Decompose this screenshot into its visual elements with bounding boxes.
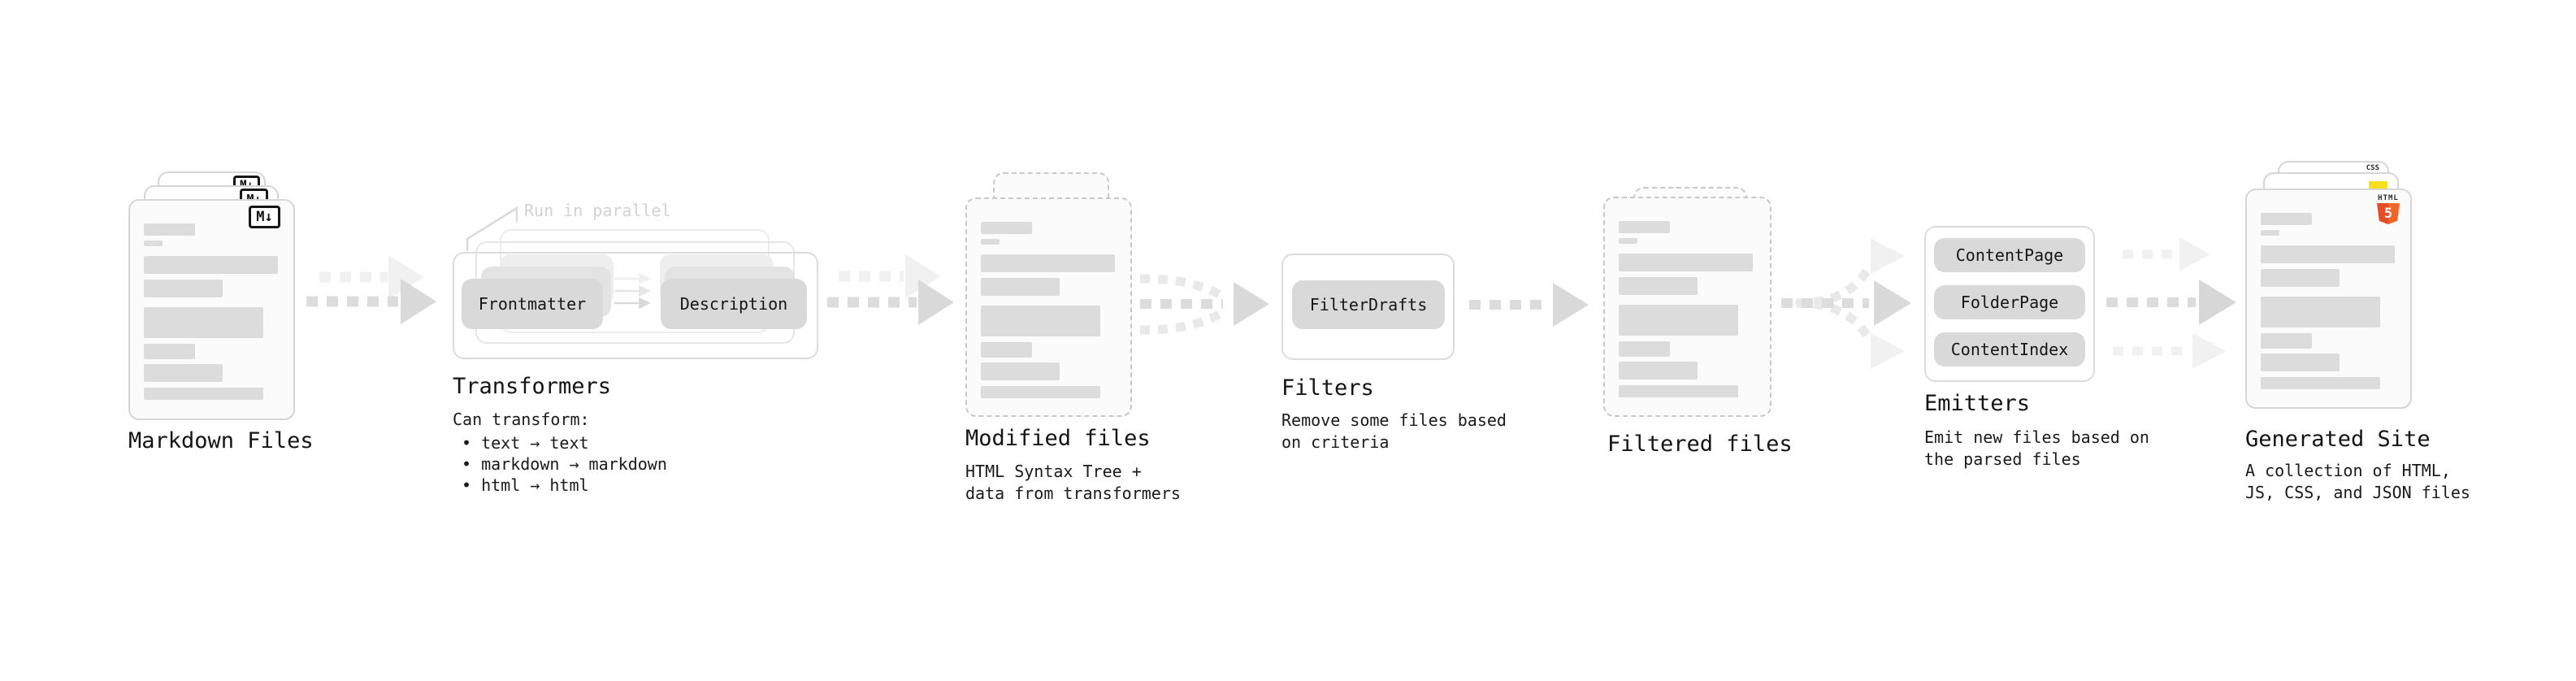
skeleton-bar [2261, 377, 2380, 389]
skeleton-bar [2261, 213, 2312, 225]
contentindex-pill: ContentIndex [1934, 332, 2085, 367]
arrow-filters-to-filtered [1469, 283, 1589, 327]
transformer-bullet: • html → html [462, 475, 589, 495]
emitters-description: Emit new files based on the parsed files [1924, 427, 2149, 469]
filtered-files-stack [1603, 187, 1772, 417]
modified-files-stack [965, 172, 1132, 417]
skeleton-bar [1619, 238, 1637, 244]
skeleton-bar [981, 278, 1060, 296]
skeleton-bar [1619, 341, 1670, 357]
filtered-file-card [1603, 197, 1772, 417]
skeleton-bar [981, 342, 1032, 358]
js-icon [2369, 181, 2387, 190]
markdown-files-label: Markdown Files [128, 428, 314, 453]
generated-site-description: A collection of HTML, JS, CSS, and JSON … [2245, 461, 2470, 502]
filterdrafts-pill: FilterDrafts [1292, 280, 1445, 329]
skeleton-bar [144, 388, 263, 400]
skeleton-bar [1619, 254, 1753, 271]
generated-site-label: Generated Site [2245, 427, 2431, 452]
skeleton-bar [981, 239, 1000, 245]
arrow-filtered-to-emitters [1781, 238, 1911, 369]
skeleton-bar [1619, 221, 1670, 233]
skeleton-bar [144, 241, 163, 246]
skeleton-bar [144, 223, 195, 236]
skeleton-bar [981, 222, 1032, 234]
skeleton-bar [1619, 277, 1698, 295]
transformer-bullet: • text → text [462, 433, 589, 453]
arrow-transformers-to-modified [827, 254, 954, 325]
skeleton-bar [2261, 354, 2340, 371]
folderpage-pill: FolderPage [1934, 285, 2085, 319]
transformers-bullet-list: • text → text • markdown → markdown • ht… [462, 432, 667, 496]
skeleton-bar [144, 364, 223, 382]
contentpage-pill: ContentPage [1934, 238, 2085, 272]
skeleton-bar [1619, 385, 1738, 397]
frontmatter-pill: Frontmatter [462, 279, 603, 329]
skeleton-bar [2261, 245, 2395, 263]
skeleton-bar [981, 386, 1100, 398]
html5-icon: HTML 5 [2375, 194, 2401, 224]
skeleton-bar [144, 307, 263, 338]
skeleton-bar [2261, 333, 2312, 349]
skeleton-bar [2261, 297, 2380, 327]
transformer-box-front [453, 252, 818, 359]
skeleton-bar [144, 256, 278, 274]
modified-files-label: Modified files [965, 426, 1151, 451]
arrow-modified-to-filters [1139, 274, 1269, 335]
skeleton-bar [144, 344, 195, 359]
transformers-label: Transformers [453, 374, 612, 399]
skeleton-bar [2261, 269, 2340, 287]
modified-files-description: HTML Syntax Tree + data from transformer… [965, 462, 1181, 503]
filters-description: Remove some files based on criteria [1281, 410, 1507, 452]
modified-file-card [965, 197, 1132, 417]
generated-site-stack: CSS HTML 5 [2245, 161, 2412, 409]
filtered-files-label: Filtered files [1607, 432, 1793, 457]
transformer-bullet: • markdown → markdown [462, 454, 667, 474]
skeleton-bar [1619, 305, 1738, 336]
html5-icon-word: HTML [2378, 194, 2399, 202]
skeleton-bar [2261, 230, 2279, 236]
emitters-label: Emitters [1924, 391, 2031, 416]
skeleton-bar [981, 306, 1100, 336]
description-pill: Description [661, 279, 807, 329]
skeleton-bar [981, 362, 1060, 380]
markdown-files-stack: M↓ M↓ M↓ [128, 171, 295, 420]
html5-icon-shield: 5 [2377, 203, 2400, 224]
skeleton-bar [1619, 362, 1698, 380]
markdown-icon: M↓ [249, 206, 280, 228]
arrow-markdown-to-transformers [306, 255, 436, 324]
run-in-parallel-annotation: Run in parallel [524, 201, 671, 220]
markdown-file-card: M↓ [128, 199, 295, 420]
generated-file-card-html: HTML 5 [2245, 189, 2412, 409]
arrow-emitters-to-generated [2106, 237, 2236, 369]
skeleton-bar [144, 280, 223, 297]
filters-label: Filters [1281, 375, 1374, 401]
transformers-description-heading: Can transform: [453, 410, 590, 429]
skeleton-bar [981, 254, 1115, 272]
